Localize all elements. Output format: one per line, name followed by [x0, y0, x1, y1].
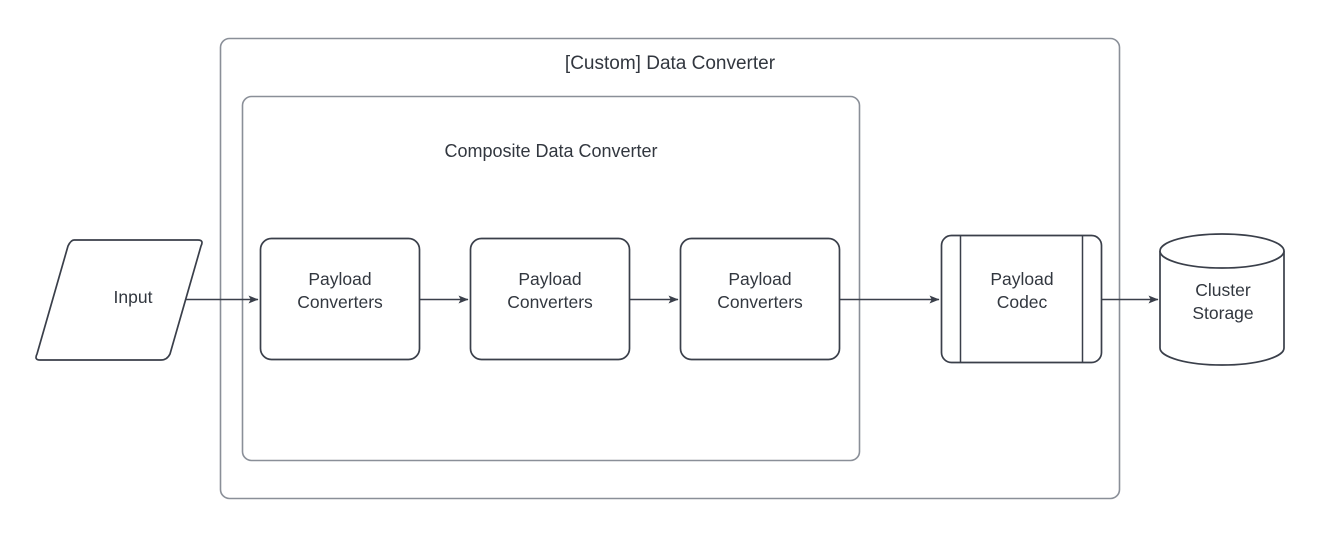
cluster-storage-shape[interactable] [1159, 233, 1285, 366]
payload-converters-3-shape[interactable] [679, 237, 841, 361]
payload-converters-1-shape[interactable] [259, 237, 421, 361]
payload-converters-2-shape[interactable] [469, 237, 631, 361]
payload-codec-shape[interactable] [940, 234, 1103, 364]
input-node-shape[interactable] [35, 239, 203, 361]
